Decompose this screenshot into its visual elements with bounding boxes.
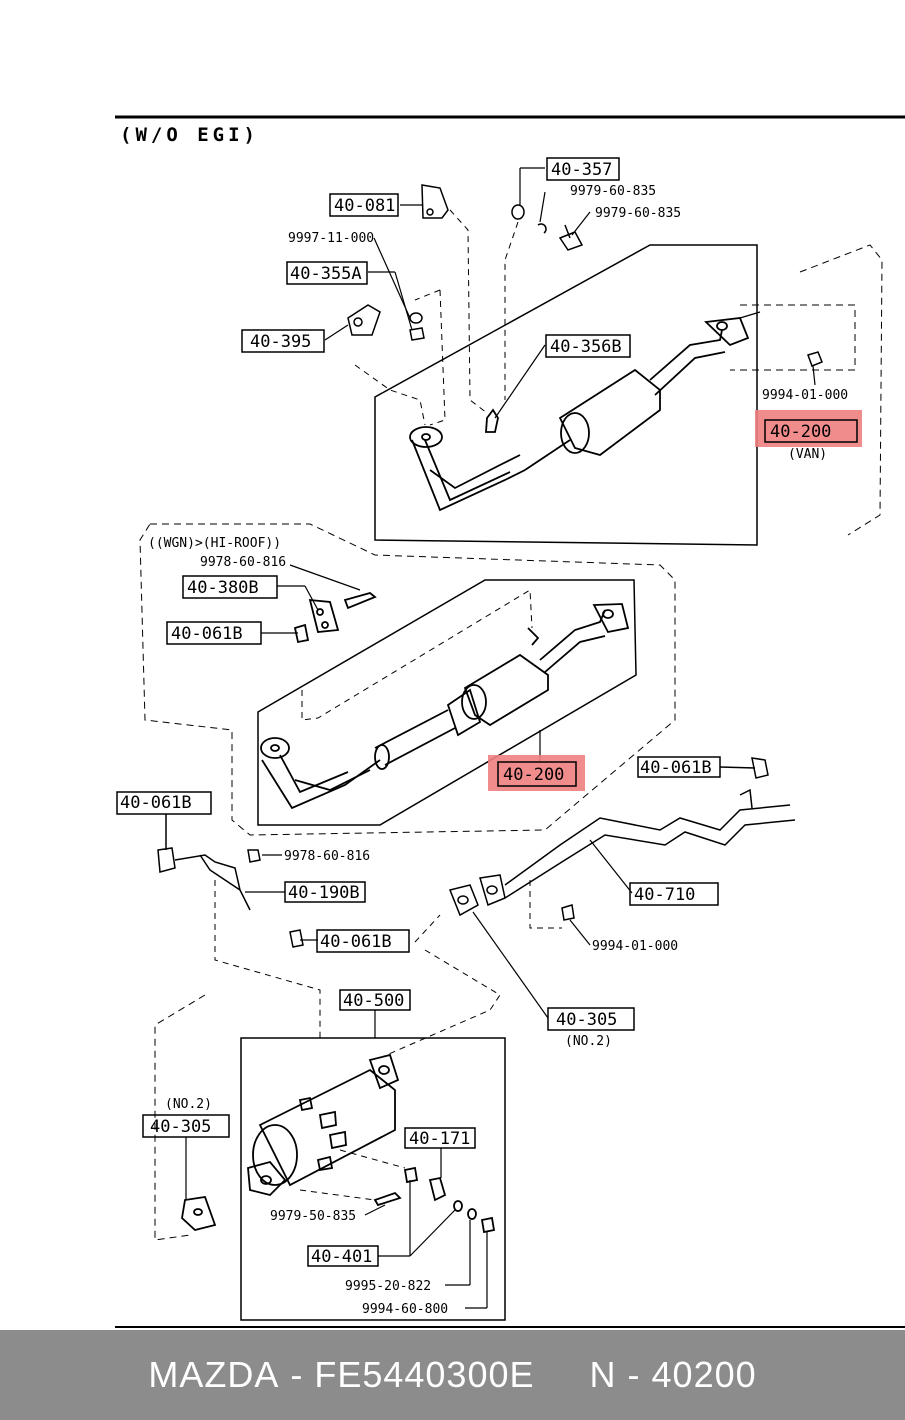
part-9979-60-835-a[interactable]: 9979-60-835 [570, 184, 656, 199]
part-40-380B[interactable]: 40-380B [187, 578, 259, 598]
label-box-40-200-van [764, 419, 858, 443]
part-9997-11-000[interactable]: 9997-11-000 [288, 231, 374, 246]
group-no2-a: (NO.2) [565, 1034, 612, 1049]
part-9994-60-800[interactable]: 9994-60-800 [362, 1302, 448, 1317]
part-40-200-main[interactable]: 40-200 [503, 765, 564, 785]
label-box-40-061B-d [316, 929, 410, 953]
middle-leaders [245, 839, 633, 1019]
footer-brand: MAZDA [148, 1354, 280, 1395]
lower-dashed-leaders [299, 1149, 406, 1201]
part-40-190B[interactable]: 40-190B [288, 883, 360, 903]
part-9978-60-816[interactable]: 9978-60-816 [200, 555, 286, 570]
van-exhaust-assembly [409, 317, 750, 512]
variant-header: (W/O EGI) [120, 124, 259, 146]
part-40-500[interactable]: 40-500 [343, 991, 404, 1011]
highlight-40-200-van [755, 410, 862, 447]
footer-oem-code[interactable]: FE5440300E [314, 1354, 535, 1395]
footer-gap [535, 1354, 590, 1396]
lower-dashed-outline [154, 994, 206, 1241]
footer-separator-2: - [616, 1354, 652, 1395]
part-40-171[interactable]: 40-171 [409, 1129, 470, 1149]
group-van: (VAN) [788, 447, 827, 462]
part-9994-01-000-a[interactable]: 9994-01-000 [762, 388, 848, 403]
label-box-40-081 [329, 193, 399, 217]
label-box-40-380B [182, 575, 278, 599]
part-40-061B-d[interactable]: 40-061B [320, 932, 392, 952]
middle-dashed-leaders [214, 880, 562, 1061]
upper-hardware [347, 184, 823, 367]
muffler-assembly [181, 1053, 496, 1234]
part-40-710[interactable]: 40-710 [634, 885, 695, 905]
part-40-081[interactable]: 40-081 [334, 196, 395, 216]
part-40-357[interactable]: 40-357 [551, 160, 612, 180]
label-box-40-200-main [497, 761, 577, 787]
van-dashed-bracket [799, 244, 883, 536]
wgn-solid-leaders [261, 564, 541, 762]
wgn-exhaust-assembly [260, 592, 630, 810]
label-box-40-357 [546, 157, 620, 181]
exhaust-parts-diagram: (W/O EGI) [115, 115, 905, 1328]
part-40-401[interactable]: 40-401 [311, 1247, 372, 1267]
part-40-061B-c[interactable]: 40-061B [120, 793, 192, 813]
label-box-40-355A [286, 261, 368, 285]
label-box-40-305-a [547, 1007, 635, 1031]
label-box-40-356B [545, 334, 631, 358]
footer-ref-number[interactable]: 40200 [651, 1354, 757, 1395]
middle-hardware [157, 788, 796, 948]
van-section-frame [374, 244, 758, 546]
part-40-061B-a[interactable]: 40-061B [171, 624, 243, 644]
lower-solid-leaders [185, 1137, 488, 1309]
upper-solid-leaders [324, 167, 816, 419]
label-box-40-171 [404, 1127, 476, 1149]
van-dashed-outline [730, 304, 856, 371]
group-wgn-hiroof: ((WGN)>(HI-ROOF)) [148, 536, 281, 551]
part-9994-01-000-b[interactable]: 9994-01-000 [592, 939, 678, 954]
part-40-200-van[interactable]: 40-200 [770, 422, 831, 442]
label-box-40-710 [629, 882, 719, 906]
footer-ref-prefix: N [589, 1354, 617, 1395]
clamp-right [719, 757, 769, 779]
muffler-section-frame [240, 1037, 506, 1321]
label-box-40-305-b [142, 1114, 230, 1138]
part-40-356B[interactable]: 40-356B [550, 337, 622, 357]
part-9979-60-835-b[interactable]: 9979-60-835 [595, 206, 681, 221]
part-40-395[interactable]: 40-395 [250, 332, 311, 352]
highlight-40-200-main [488, 755, 585, 791]
part-number-footer: MAZDA - FE5440300E N - 40200 [0, 1330, 905, 1420]
part-9995-20-822[interactable]: 9995-20-822 [345, 1279, 431, 1294]
label-box-40-061B-c [116, 791, 212, 815]
part-40-305-b[interactable]: 40-305 [150, 1117, 211, 1137]
label-box-40-190B [284, 881, 366, 903]
part-9978-60-816-b[interactable]: 9978-60-816 [284, 849, 370, 864]
wgn-dashed-inner [301, 589, 533, 721]
part-40-355A[interactable]: 40-355A [290, 264, 362, 284]
upper-dashed-leaders [354, 209, 519, 426]
wgn-dashed-outline [139, 523, 676, 836]
wgn-section-frame [257, 579, 637, 826]
part-40-305-a[interactable]: 40-305 [556, 1010, 617, 1030]
part-40-061B-b[interactable]: 40-061B [640, 758, 712, 778]
label-box-40-401 [307, 1245, 379, 1267]
label-box-40-061B-a [166, 621, 262, 645]
label-box-40-395 [241, 329, 325, 353]
part-9979-50-835[interactable]: 9979-50-835 [270, 1209, 356, 1224]
group-no2-b: (NO.2) [165, 1097, 212, 1112]
footer-separator: - [279, 1354, 315, 1395]
